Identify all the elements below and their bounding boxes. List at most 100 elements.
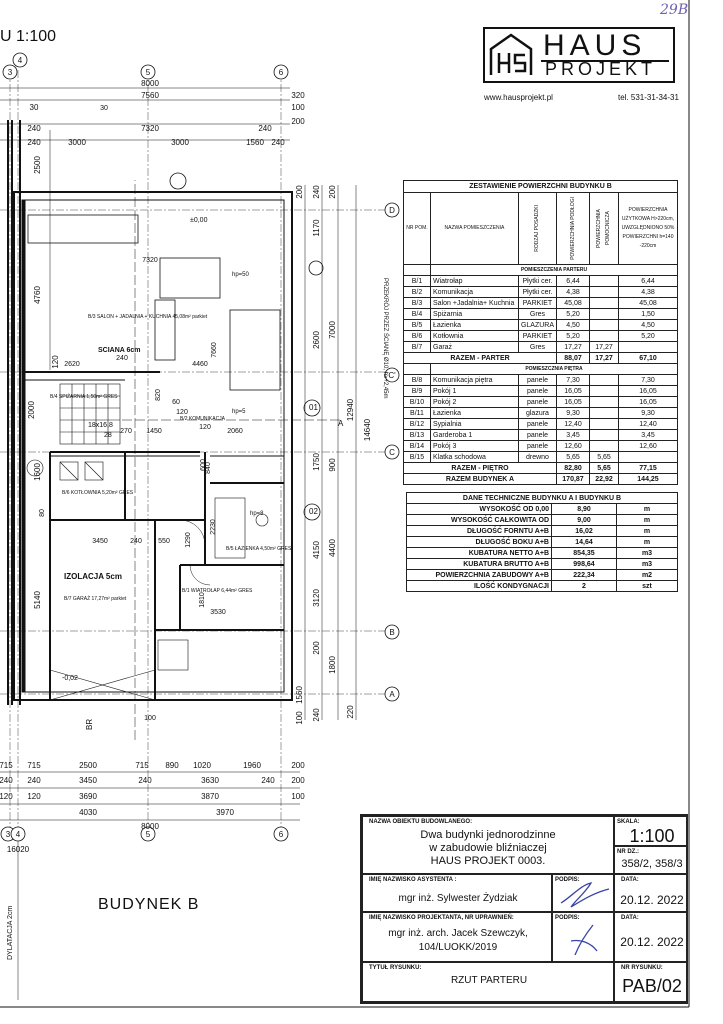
table-cell: 222,34 xyxy=(551,569,617,581)
dimension-text: 100 xyxy=(291,792,305,801)
dimension-text: 900 xyxy=(328,458,337,472)
dimension-text: 120 xyxy=(27,792,41,801)
table-cell: glazura xyxy=(517,407,558,419)
table-cell: Spiżarnia xyxy=(430,308,519,320)
dimension-text: 100 xyxy=(144,715,156,722)
table-cell: 8,90 xyxy=(551,503,617,515)
table-cell: m xyxy=(616,525,678,537)
table-cell xyxy=(589,418,619,430)
table-cell: B/5 xyxy=(403,319,431,331)
section-header: POMIESZCZENIA PARTERU xyxy=(430,264,678,276)
date-cell: DATA: 20.12. 2022 xyxy=(614,874,688,912)
dimension-text: 3000 xyxy=(68,138,86,147)
logo-projekt-text: PROJEKT xyxy=(545,59,657,79)
section-note: PRZEKRÓJ PRZEZ ŚCIANĘ Ø10, h≥+2,45m xyxy=(382,278,390,399)
axis-label: 6 xyxy=(279,68,284,77)
table-cell xyxy=(618,451,678,463)
subtotal-value: 77,15 xyxy=(618,462,678,474)
table-cell xyxy=(589,308,619,320)
axis-label: D xyxy=(389,206,395,215)
table-cell: Pokój 1 xyxy=(430,385,519,397)
object-name-line: w zabudowie bliźniaczej xyxy=(429,842,547,854)
dimension-text: 100 xyxy=(295,711,304,725)
table-cell: 2 xyxy=(551,580,617,592)
subtotal-value: 82,80 xyxy=(556,462,590,474)
table-cell: B/2 xyxy=(403,286,431,298)
drawing-title-cell: TYTUŁ RYSUNKU: RZUT PARTERU xyxy=(362,962,614,1002)
dimension-text: 220 xyxy=(346,705,355,719)
room-label: B/7 GARAŻ 17,27m² parkiet xyxy=(64,595,127,602)
table-cell: Wiatrołap xyxy=(430,275,519,287)
dimension-text: 30 xyxy=(30,103,39,112)
table-cell: B/9 xyxy=(403,385,431,397)
table-cell: Łazienka xyxy=(430,319,519,331)
dimension-text: 8000 xyxy=(141,822,159,831)
table-cell: 12,60 xyxy=(556,440,590,452)
designer-date-value: 20.12. 2022 xyxy=(620,935,684,949)
dimension-text: 600 xyxy=(200,459,207,471)
dimension-text: 60 xyxy=(172,399,180,406)
table-cell xyxy=(589,275,619,287)
dimension-text: 3530 xyxy=(210,609,226,616)
section-marker: 02 xyxy=(309,507,318,516)
table-cell: Gres xyxy=(517,308,558,320)
assistant-signature-cell: PODPIS: xyxy=(552,874,614,912)
dimension-text: 890 xyxy=(165,761,179,770)
assistant-cell: IMIĘ NAZWISKO ASYSTENTA : mgr inż. Sylwe… xyxy=(362,874,552,912)
dimension-text: 7660 xyxy=(211,342,218,358)
dimension-text: 240 xyxy=(312,708,321,722)
insulation-note: IZOLACJA 5cm xyxy=(64,572,122,581)
axis-label: 5 xyxy=(146,830,151,839)
dimension-text: 30 xyxy=(100,105,108,112)
table-cell: WYSOKOŚĆ OD 0,00 xyxy=(406,503,552,515)
dimension-text: 240 xyxy=(138,776,152,785)
room-label: B/6 KOTŁOWNIA 5,20m² GRES xyxy=(62,490,134,496)
section-marker: 01 xyxy=(309,403,318,412)
table-cell: Komunikacja xyxy=(430,286,519,298)
scale-value: 1:100 xyxy=(629,826,675,846)
table-cell: 5,20 xyxy=(618,330,678,342)
table-cell xyxy=(589,374,619,386)
height-note: hp=50 xyxy=(232,272,250,278)
column-header: POWIERZCHNIA PODŁOGI xyxy=(556,192,590,265)
dimension-text: 1450 xyxy=(146,428,162,435)
table-cell: 4,50 xyxy=(618,319,678,331)
object-name-line: Dwa budynki jednorodzinne xyxy=(420,829,556,841)
table-cell: panele xyxy=(517,374,558,386)
dimension-text: 1960 xyxy=(243,761,261,770)
axis-label: 4 xyxy=(18,56,23,65)
table-cell: m3 xyxy=(616,547,678,559)
table-cell: POWIERZCHNIA ZABUDOWY A+B xyxy=(406,569,552,581)
website-link[interactable]: www.hausprojekt.pl xyxy=(484,93,553,102)
table-cell: Płytki cer. xyxy=(517,286,558,298)
table-cell: Komunikacja piętra xyxy=(430,374,519,386)
table-cell: 12,60 xyxy=(618,440,678,452)
dimension-text: 240 xyxy=(116,355,128,362)
dimension-text: 7000 xyxy=(328,321,337,339)
table-cell: 854,35 xyxy=(551,547,617,559)
column-header: NAZWA POMIESZCZENIA xyxy=(430,192,519,265)
logo-divider xyxy=(541,60,669,62)
table-cell: B/10 xyxy=(403,396,431,408)
table-cell: Pokój 2 xyxy=(430,396,519,408)
dimension-text: 820 xyxy=(155,389,162,401)
signature-icon xyxy=(570,924,598,956)
table-cell: B/4 xyxy=(403,308,431,320)
dimension-text: 2000 xyxy=(27,401,36,419)
table-cell: Pokój 3 xyxy=(430,440,519,452)
dimension-text: 715 xyxy=(135,761,149,770)
table-cell: 16,05 xyxy=(618,396,678,408)
dimension-text: 240 xyxy=(258,124,272,133)
dimension-text: 1750 xyxy=(312,453,321,471)
dimension-text: 2600 xyxy=(312,331,321,349)
